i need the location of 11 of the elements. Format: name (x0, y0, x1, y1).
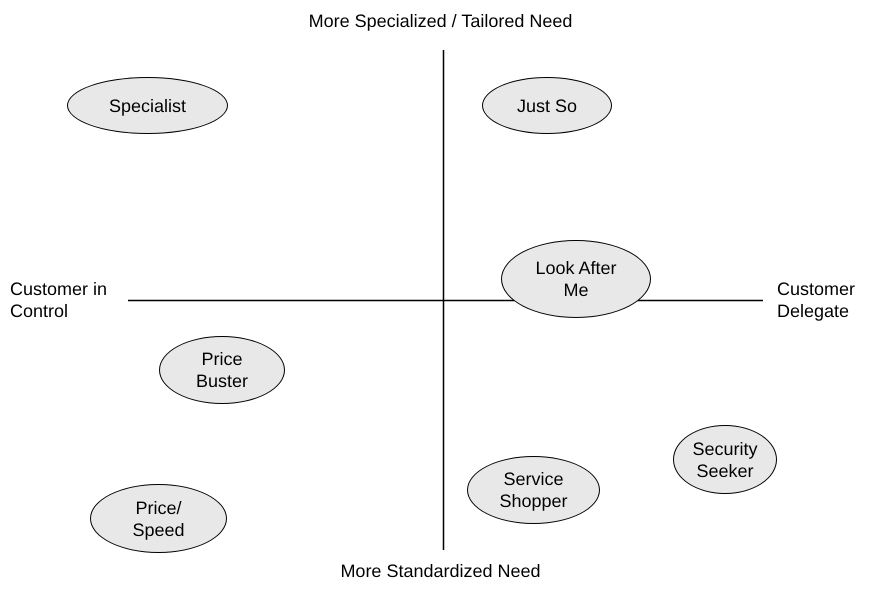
segment-label: Service Shopper (498, 468, 569, 512)
segment-label: Just So (516, 94, 578, 116)
segment-label: Price Buster (194, 348, 250, 392)
segment-label: Specialist (108, 94, 188, 116)
segment-label: Security Seeker (691, 438, 759, 482)
axis-label: More Standardized Need (339, 560, 542, 582)
axis-label: More Specialized / Tailored Need (308, 10, 574, 32)
axis-label: Customer in Control (10, 278, 108, 322)
segment-label: Look After Me (534, 257, 618, 301)
axis-label: Customer Delegate (777, 278, 856, 322)
segment-label: Price/ Speed (131, 496, 186, 540)
